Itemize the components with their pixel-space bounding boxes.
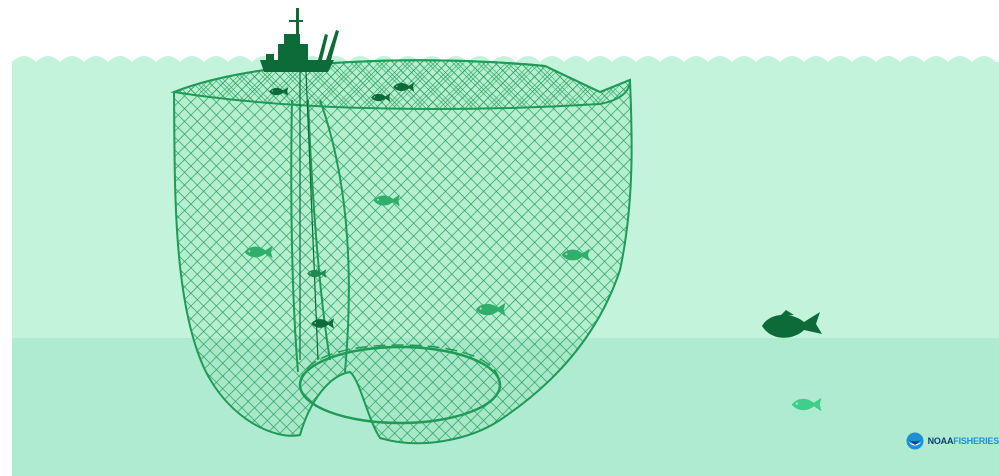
noaa-emblem-icon xyxy=(906,432,924,450)
logo-division: FISHERIES xyxy=(953,436,999,446)
sky xyxy=(0,0,999,62)
noaa-fisheries-logo: NOAAFISHERIES xyxy=(906,432,999,450)
logo-brand: NOAA xyxy=(928,436,954,446)
